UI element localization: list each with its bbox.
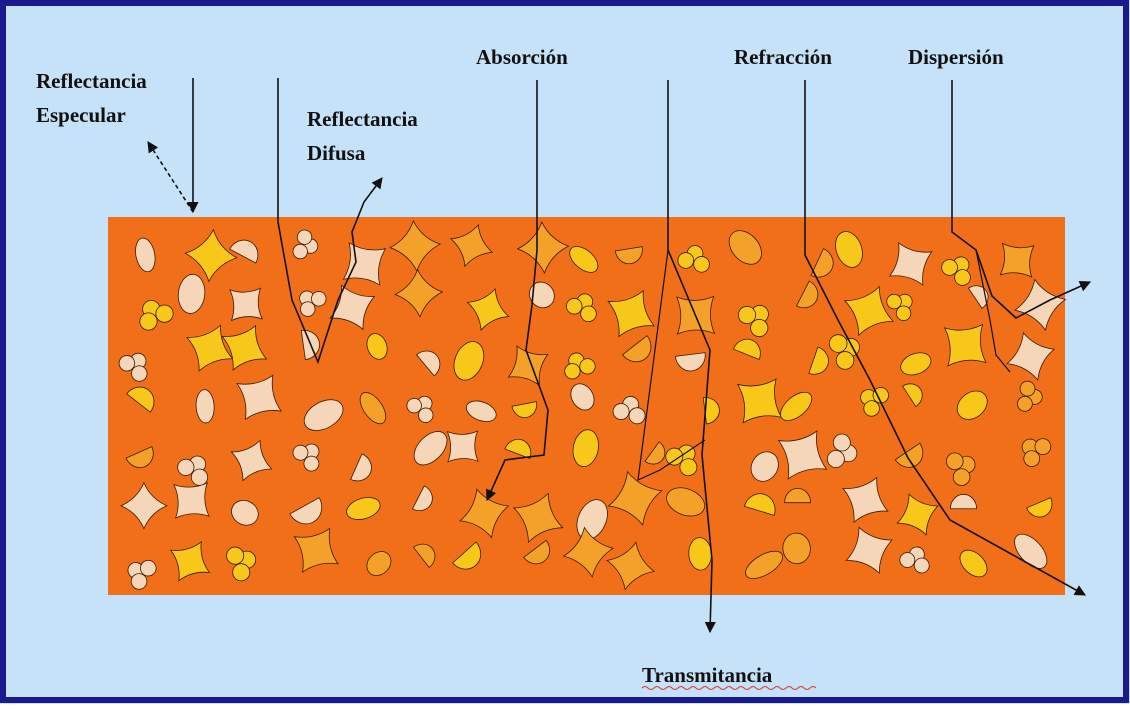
particle-concave bbox=[945, 325, 986, 366]
label-reflectancia-especular-2: Especular bbox=[36, 103, 126, 127]
label-refraccion: Refracción bbox=[734, 45, 832, 69]
particle-concave bbox=[174, 483, 209, 518]
label-reflectancia-especular-1: Reflectancia bbox=[36, 69, 147, 93]
particle-concave bbox=[447, 431, 478, 462]
label-dispersion: Dispersión bbox=[908, 45, 1004, 69]
label-reflectancia-difusa-2: Difusa bbox=[307, 141, 366, 165]
particle-concave bbox=[230, 288, 262, 320]
label-reflectancia-difusa-1: Reflectancia bbox=[307, 107, 418, 131]
particle-concave bbox=[738, 379, 782, 423]
label-absorcion: Absorción bbox=[476, 45, 568, 69]
label-transmitancia: Transmitancia bbox=[642, 663, 773, 687]
particle-concave bbox=[1000, 243, 1034, 277]
